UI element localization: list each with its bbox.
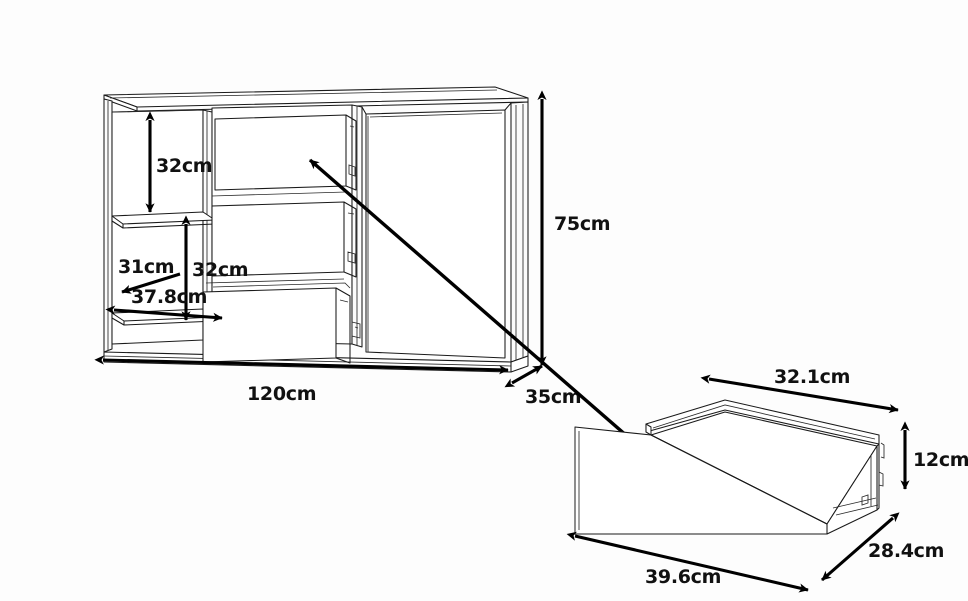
cabinet-left-side-panel: [103, 98, 113, 353]
dim-upper-shelf-gap: 32cm: [145, 111, 213, 213]
dim-cabinet-depth-label: 35cm: [525, 386, 581, 408]
dim-shelf-width: 37.8cm: [105, 286, 223, 322]
dim-shelf-width-label: 37.8cm: [131, 286, 207, 308]
dim-drawer-inner-width-label: 32.1cm: [774, 366, 850, 388]
dim-drawer-height: 12cm: [900, 421, 968, 490]
cabinet-drawer-front-top[interactable]: [214, 114, 357, 191]
dim-drawer-depth-label: 28.4cm: [868, 540, 944, 562]
dim-drawer-inner-width: 32.1cm: [700, 366, 899, 414]
dim-drawer-depth: 28.4cm: [820, 512, 944, 582]
dim-cabinet-height-label: 75cm: [554, 213, 610, 235]
dim-upper-shelf-gap-label: 32cm: [156, 155, 212, 177]
dim-drawer-front-width-label: 39.6cm: [645, 566, 721, 588]
dim-cabinet-height: 75cm: [537, 90, 611, 366]
dim-drawer-height-label: 12cm: [913, 449, 968, 471]
cabinet-drawer-front-middle[interactable]: [211, 201, 357, 278]
dim-cabinet-depth: 35cm: [504, 364, 582, 408]
cabinet-divider-right: [351, 104, 363, 348]
dim-lower-shelf-gap: 32cm: [181, 215, 249, 321]
cabinet-body: [103, 86, 529, 373]
dim-drawer-front-width: 39.6cm: [566, 531, 809, 593]
dim-cabinet-width-label: 120cm: [247, 383, 316, 405]
dim-shelf-depth-label: 31cm: [118, 256, 174, 278]
drawer-detail-body: [574, 399, 885, 535]
dim-lower-shelf-gap-label: 32cm: [192, 259, 248, 281]
cabinet-right-side-panel: [510, 101, 529, 363]
cabinet-drawer-front-bottom[interactable]: [202, 282, 351, 364]
dim-cabinet-width: 120cm: [94, 355, 509, 405]
cabinet-door-panel[interactable]: [365, 109, 506, 359]
dim-shelf-depth: 31cm: [118, 256, 181, 294]
